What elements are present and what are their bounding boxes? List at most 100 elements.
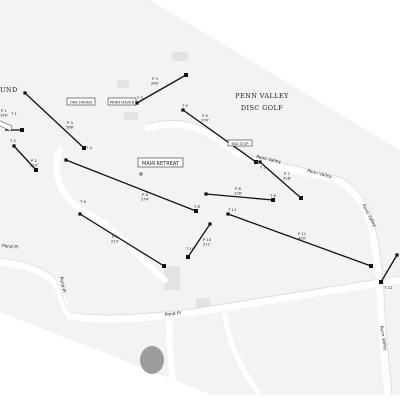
landmark-label: MAIN RETREAT — [142, 161, 180, 167]
hole-distance-label: 213' — [111, 239, 119, 244]
building — [117, 80, 129, 88]
tee-label: T 5 — [181, 103, 189, 108]
fairway-hole-12 — [380, 254, 398, 283]
basket-marker-icon — [184, 73, 188, 77]
hole-12: T 12 — [379, 253, 399, 290]
tee-label: T 10 — [185, 246, 195, 251]
road-spur — [222, 312, 261, 395]
landmark-oak-haven: OAK HAVEN — [66, 97, 96, 106]
left-edge-box — [0, 120, 13, 132]
tee-label: T 2 — [9, 138, 17, 143]
hole-distance-label: 140' — [0, 113, 8, 118]
hole-name-label: P 5 — [202, 113, 208, 118]
map-title-line-1: PENN VALLEY — [235, 92, 289, 100]
road-label: Penn Valley — [378, 325, 388, 351]
tee-label: T 4 — [85, 145, 93, 150]
tee-label: T 8 — [193, 204, 201, 209]
basket-marker-icon — [254, 160, 258, 164]
tee-label: T 1 — [10, 111, 18, 116]
road-penn-valley — [144, 121, 392, 399]
tee-label: T 3 — [136, 95, 144, 100]
road-loop — [53, 147, 168, 283]
tee-marker-icon — [12, 144, 16, 148]
fairway-hole-3 — [136, 74, 187, 104]
basket-marker-icon — [369, 264, 373, 268]
hole-name-label: P 7 — [284, 171, 290, 176]
road-pond-pl — [0, 258, 400, 323]
tee-marker-icon — [226, 212, 230, 216]
hole-distance-label: 318' — [283, 176, 291, 181]
tee-marker-icon — [395, 253, 399, 257]
landmark-label: OAK HAVEN — [70, 100, 92, 105]
landmark-label: BUS STOP — [232, 142, 249, 146]
hole-name-label: P 3 — [152, 76, 158, 81]
road-label: Penn Valley — [256, 154, 282, 165]
hole-name-label: P 8 — [142, 192, 148, 197]
landmark-label: PENN HAVEN — [110, 100, 135, 105]
hole-distance-label: 270' — [201, 118, 209, 123]
tee-label: T 9 — [79, 199, 87, 204]
hole-name-label: P 2 — [31, 158, 37, 163]
tee-label: T 12 — [383, 285, 393, 290]
tee-marker-icon — [208, 222, 212, 226]
hole-distance-label: 211' — [203, 242, 211, 247]
fairway-hole-11 — [227, 213, 372, 267]
building — [164, 266, 180, 290]
tee-marker-icon — [64, 158, 68, 162]
fairway-hole-7 — [65, 159, 197, 212]
building — [124, 112, 138, 120]
tee-marker-icon — [23, 91, 27, 95]
landmark-penn-haven: PENN HAVEN — [107, 97, 137, 106]
hole-distance-label: 222' — [30, 163, 38, 168]
hole-name-label: P 1 — [1, 108, 7, 113]
tee-marker-icon — [204, 192, 208, 196]
hole-name-label: P 6 — [235, 186, 241, 191]
landmark-bus-stop: BUS STOP — [227, 139, 253, 147]
hole-name-label: P 9 — [112, 234, 118, 239]
hole-name-label: P 4 — [67, 120, 73, 125]
fairway-hole-10 — [187, 223, 211, 258]
basket-marker-icon — [194, 209, 198, 213]
road-label: Pond Pl — [2, 243, 19, 251]
building — [172, 52, 188, 61]
basket-marker-icon — [379, 280, 383, 284]
hole-distance-label: 586' — [66, 125, 74, 130]
basket-marker-icon — [271, 198, 275, 202]
fairway-hole-6 — [205, 193, 274, 201]
hole-distance-label: 260' — [151, 81, 159, 86]
basket-marker-icon — [34, 168, 38, 172]
building — [196, 298, 210, 308]
tee-marker-icon — [135, 101, 139, 105]
fairway-hole-4 — [24, 92, 85, 149]
fairway-hole-2 — [13, 145, 37, 171]
blank-corner-bottom-left — [0, 312, 212, 400]
tee-label: T 7 — [259, 165, 267, 170]
cut-off-title-text: UND — [0, 86, 18, 94]
map-title-line-2: DISC GOLF — [241, 104, 283, 112]
roads — [0, 121, 400, 399]
hole-distance-label: 274' — [141, 197, 149, 202]
landmark-main-retreat: MAIN RETREAT — [137, 157, 184, 176]
road-pond-pl-south — [166, 315, 178, 398]
tee-marker-icon — [258, 160, 262, 164]
fairway-hole-9 — [79, 213, 165, 267]
tee-marker-icon — [78, 212, 82, 216]
road-edges — [0, 120, 400, 396]
tee-label: T 11 — [227, 207, 237, 212]
basket-marker-icon — [299, 196, 303, 200]
hole-distance-label: 420' — [298, 236, 306, 241]
hole-distance-label: 126' — [234, 191, 242, 196]
tee-label: T 6 — [269, 193, 277, 198]
